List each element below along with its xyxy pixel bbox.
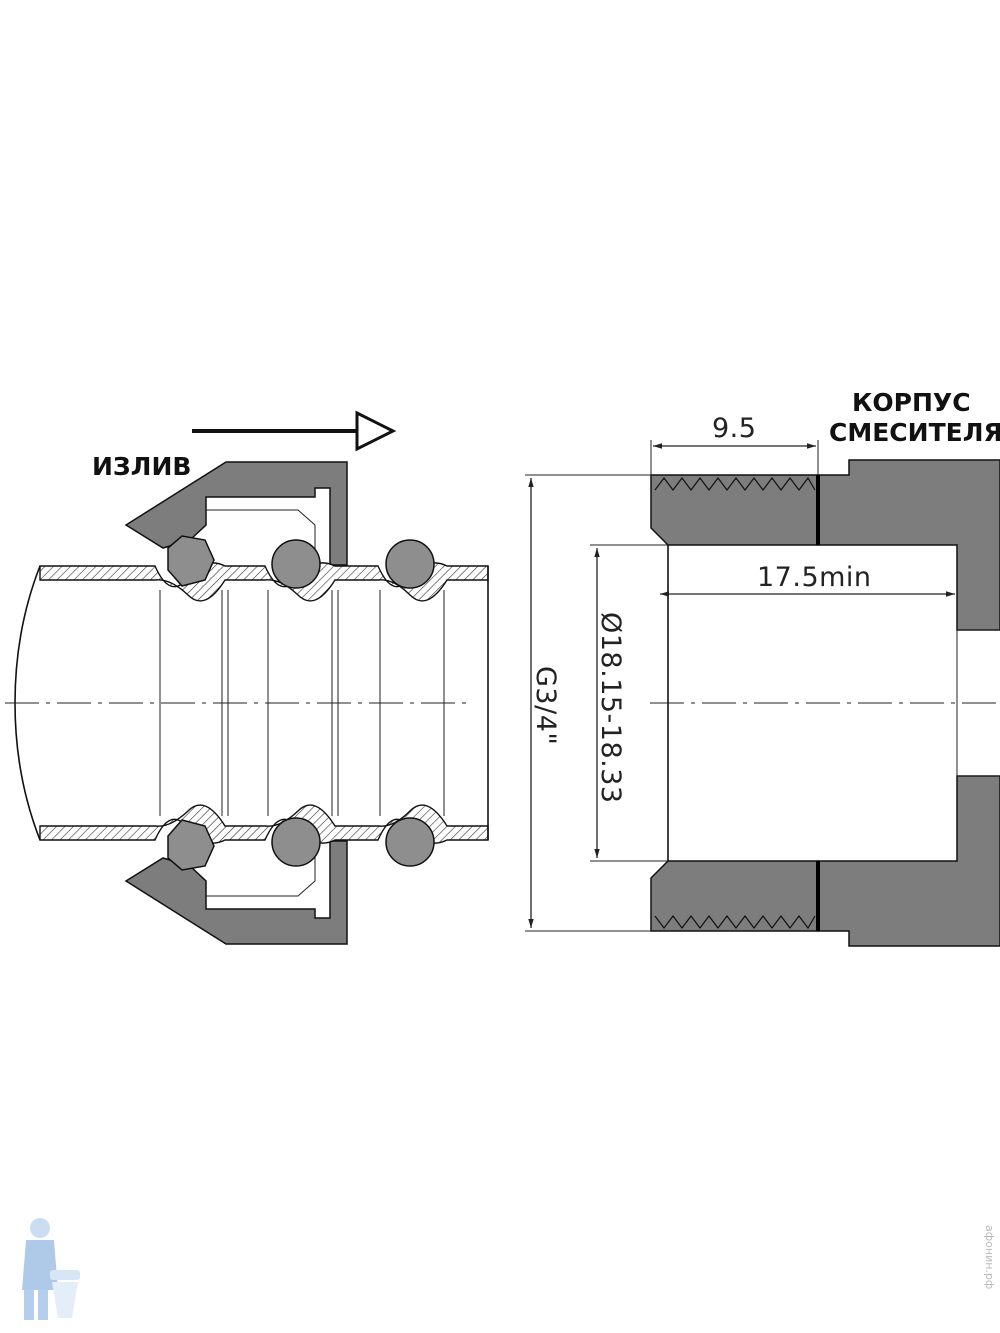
mixer-body [817, 459, 1000, 631]
spout-assembly: ИЗЛИВ [5, 410, 489, 945]
mixer-body-label-line1: КОРПУС [852, 388, 971, 417]
spout-label: ИЗЛИВ [92, 452, 191, 481]
o-ring-top-2 [385, 539, 435, 589]
port-wall-bottom [650, 860, 819, 932]
insert-depth-dimension: 17.5min [757, 562, 872, 593]
bore-diameter-dimension: Ø18.15-18.33 [595, 612, 626, 804]
mixer-body-label-line2: СМЕСИТЕЛЯ [829, 418, 1000, 447]
o-ring-bottom-2 [385, 817, 435, 867]
thread-size-dimension: G3/4" [530, 666, 561, 745]
o-ring-top-1 [271, 539, 321, 589]
arrow-right-icon [192, 410, 397, 452]
gasket-bottom [167, 819, 215, 871]
gasket-top [167, 535, 215, 587]
thread-length-dimension: 9.5 [712, 413, 756, 444]
o-ring-bottom-1 [271, 817, 321, 867]
plumber-mascot-icon [22, 1218, 80, 1320]
mixer-body-section: 9.5 17.5min G3/4" Ø18.15-18.33 КОРПУС СМ… [525, 388, 1000, 947]
port-wall-top [650, 474, 819, 546]
watermark: афонин.рф [983, 1225, 996, 1289]
